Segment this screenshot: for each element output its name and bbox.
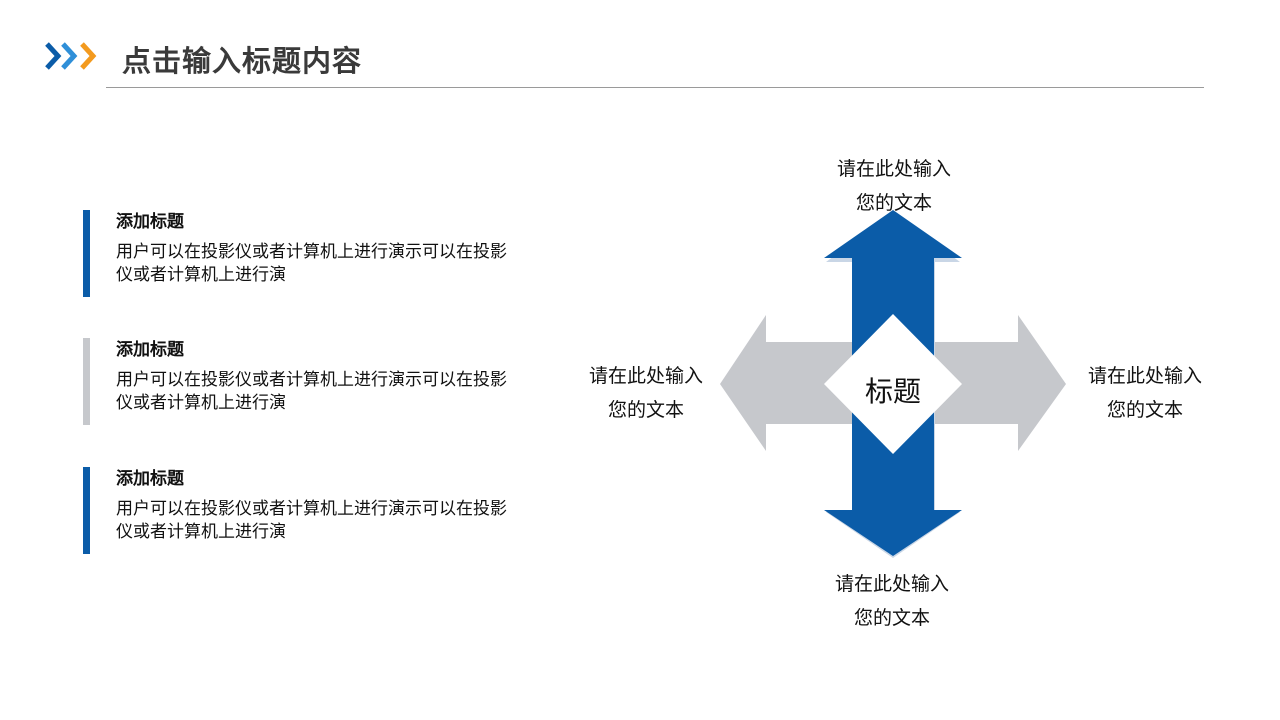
right-label: 请在此处输入 您的文本: [1045, 359, 1245, 427]
page-title: 点击输入标题内容: [122, 44, 363, 78]
header-divider: [106, 87, 1204, 88]
right-label-line1: 请在此处输入: [1087, 365, 1202, 387]
top-label: 请在此处输入 您的文本: [794, 152, 994, 220]
section-accent-bar: [83, 467, 90, 554]
section-body: 用户可以在投影仪或者计算机上进行演示可以在投影仪或者计算机上进行演: [116, 242, 507, 285]
up-arrow: [824, 210, 962, 356]
section-title: 添加标题: [116, 340, 184, 360]
bottom-label: 请在此处输入 您的文本: [792, 567, 992, 635]
center-title: 标题: [864, 375, 921, 408]
top-label-line2: 您的文本: [855, 192, 932, 214]
section-body: 用户可以在投影仪或者计算机上进行演示可以在投影仪或者计算机上进行演: [116, 499, 507, 542]
double-chevron-right-icon: [45, 42, 97, 70]
section-title: 添加标题: [116, 212, 184, 232]
section-accent-bar: [83, 338, 90, 425]
section-body: 用户可以在投影仪或者计算机上进行演示可以在投影仪或者计算机上进行演: [116, 370, 507, 413]
bottom-label-line1: 请在此处输入: [834, 573, 949, 595]
left-label-line2: 您的文本: [607, 399, 684, 421]
section-accent-bar: [83, 210, 90, 297]
bottom-label-line2: 您的文本: [853, 607, 930, 629]
right-arrow: [920, 315, 1066, 451]
down-arrow: [824, 412, 962, 556]
top-label-line1: 请在此处输入: [836, 158, 951, 180]
center-diamond: [824, 314, 962, 454]
left-arrow: [720, 315, 866, 451]
left-label-line1: 请在此处输入: [588, 365, 703, 387]
right-label-line2: 您的文本: [1106, 399, 1183, 421]
section-title: 添加标题: [116, 469, 184, 489]
left-label: 请在此处输入 您的文本: [546, 359, 746, 427]
